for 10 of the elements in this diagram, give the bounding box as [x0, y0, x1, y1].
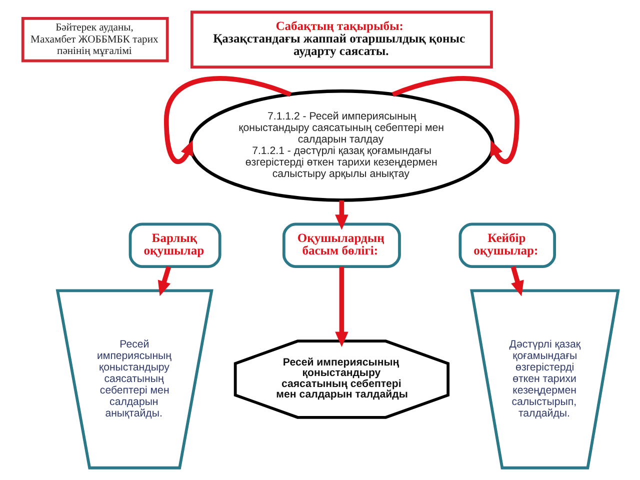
arrow	[334, 266, 348, 347]
arrow	[510, 266, 524, 296]
node-box: Бәйтерек ауданы, Махамбет ЖОББМБК тарих пәнінің мұғалімі	[20, 16, 168, 62]
arrow	[334, 200, 348, 230]
node-box: Сабақтың тақырыбы: Қазақстандағы жаппай отаршылдық қоныс аударту саясаты.	[190, 10, 492, 68]
node-box: Кейбір оқушылар:	[458, 222, 556, 268]
node-ellipse: 7.1.1.2 - Ресей империясының қоныстандыру саясатының себептері мен салдарын талдау 7.1.2.1 - дәстүрлі қазақ қоғамындағы өзгерістерді өткен тарихи кезеңдермен салыстыру арқылы анықтау	[188, 89, 494, 202]
node-box: Оқушылардың басым бөлігі:	[282, 222, 400, 268]
arrow	[157, 266, 171, 296]
node-box: Барлық оқушылар	[128, 222, 221, 268]
